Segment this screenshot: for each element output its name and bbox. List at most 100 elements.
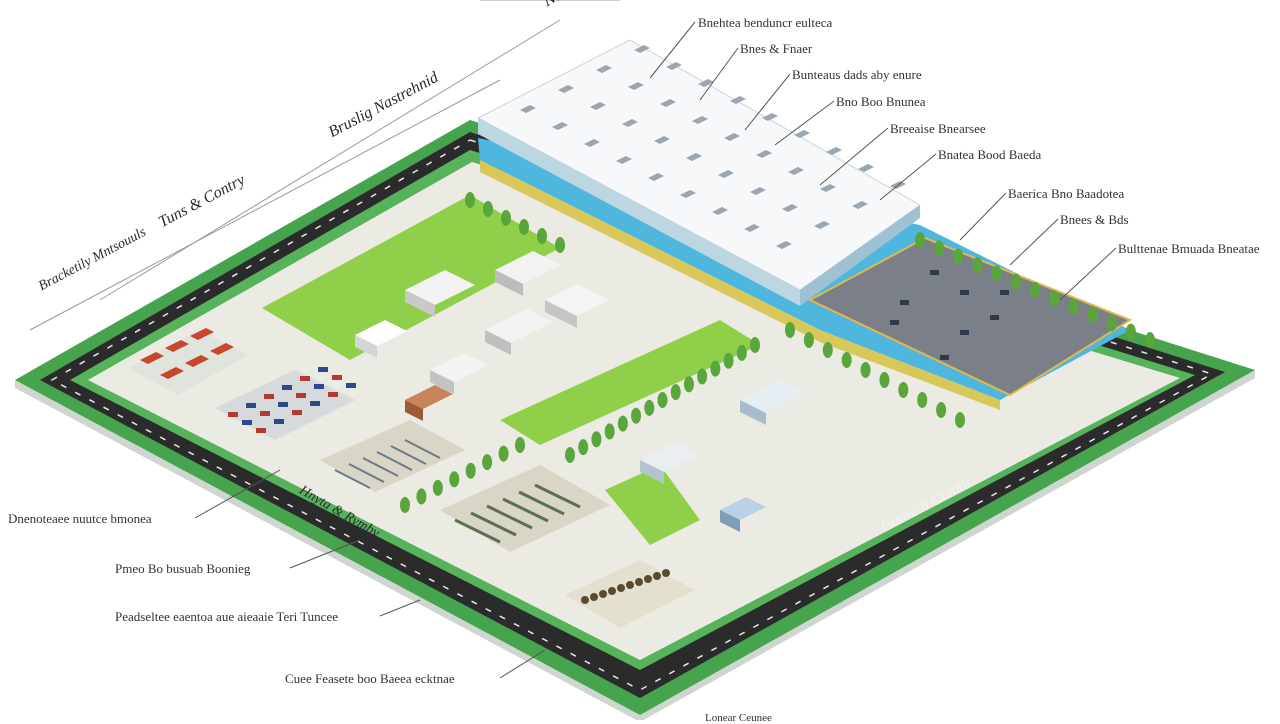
yard-rack	[404, 439, 441, 459]
parked-car	[282, 385, 292, 390]
tree	[657, 392, 668, 408]
leader-line	[499, 649, 546, 679]
leader-line	[744, 73, 791, 131]
tree	[578, 439, 589, 456]
roof-vent	[692, 116, 708, 124]
leader-line	[194, 469, 281, 519]
parked-car	[242, 420, 252, 425]
tree	[972, 257, 983, 273]
leader-line	[879, 153, 937, 201]
tree	[915, 232, 925, 248]
tree	[416, 488, 427, 505]
tree	[604, 423, 615, 440]
crop-plant	[608, 587, 616, 595]
callout-left-4: Cuee Feasete boo Baeea ecktnae	[285, 671, 455, 686]
tree	[822, 342, 833, 358]
tree	[1049, 290, 1060, 307]
tree	[991, 265, 1002, 282]
tree	[1145, 332, 1155, 348]
callout-left-1: Dnenoteaee nuutce bmonea	[8, 511, 152, 526]
roof-vent	[814, 221, 830, 229]
parked-vehicle	[1000, 290, 1009, 295]
callout-right-6: Bnatea Bood Baeda	[938, 147, 1042, 162]
building-roof	[405, 385, 453, 409]
road-markings	[50, 139, 1214, 691]
roof-vent	[794, 130, 810, 138]
parked-car	[346, 383, 356, 388]
callout-right-5: Breeaise Bnearsee	[890, 121, 986, 136]
tree	[1106, 315, 1117, 332]
roof-vent	[660, 99, 676, 107]
parked-car	[246, 403, 256, 408]
tree	[750, 337, 760, 353]
east-lawn	[605, 465, 700, 545]
parking-lot	[807, 236, 1133, 397]
tree	[860, 362, 871, 378]
yard-rack	[518, 490, 565, 516]
roof-vent	[852, 201, 868, 209]
parked-car	[292, 410, 302, 415]
roof-vent	[648, 173, 664, 181]
roof-vent	[718, 170, 734, 178]
tree	[803, 332, 814, 348]
roof-vent	[654, 136, 670, 144]
left-leader-lines	[194, 469, 546, 679]
tree	[501, 210, 511, 226]
building-wall	[485, 330, 511, 355]
house-roof	[190, 328, 214, 340]
leader-line	[774, 100, 835, 146]
tree	[1125, 323, 1136, 340]
tree	[498, 445, 509, 462]
tree	[670, 384, 681, 401]
crop-plant	[635, 578, 643, 586]
crop-plant	[626, 581, 634, 589]
roof-vent	[750, 187, 766, 195]
roof-vent	[558, 85, 574, 93]
yard-rack	[362, 457, 399, 477]
parked-vehicle	[990, 315, 999, 320]
factory-building	[476, 39, 921, 306]
tree-rows	[400, 192, 1155, 513]
parked-vehicle	[890, 320, 899, 325]
crop-plant	[644, 575, 652, 583]
tree	[631, 407, 642, 424]
yard-rack	[470, 511, 517, 537]
building-wall	[720, 510, 740, 532]
tree	[736, 344, 747, 361]
building-roof	[485, 309, 553, 343]
crop-plant	[590, 593, 598, 601]
tree	[432, 479, 443, 496]
callout-right-2: Bnes & Fnaer	[740, 41, 813, 56]
parked-vehicle	[900, 300, 909, 305]
roof-vent	[782, 204, 798, 212]
leader-line	[819, 127, 889, 186]
parked-vehicle	[960, 330, 969, 335]
tree	[537, 228, 547, 244]
yard-rack	[348, 463, 385, 483]
parked-car	[260, 411, 270, 416]
callout-right-4: Bno Boo Bnunea	[836, 94, 926, 109]
sw-parking	[215, 367, 356, 440]
right-leader-lines	[649, 21, 1117, 301]
parked-vehicle	[940, 355, 949, 360]
parked-car	[278, 402, 288, 407]
building-roof	[495, 251, 561, 284]
roof-vent	[616, 156, 632, 164]
callout-right-1: Bnehtea benduncr eulteca	[698, 15, 833, 30]
canal-edge	[480, 160, 1000, 410]
roof-vent	[596, 65, 612, 73]
tree	[482, 454, 493, 471]
leader-line	[959, 192, 1007, 241]
yard-rack	[334, 469, 371, 489]
tree	[841, 352, 852, 368]
roof-vent	[520, 105, 536, 113]
roof-vent	[590, 102, 606, 110]
building-wall	[405, 400, 423, 421]
house-roof	[140, 352, 164, 364]
crop-plant	[653, 572, 661, 580]
roof-vent	[628, 82, 644, 90]
green-corridor	[500, 320, 760, 445]
roof-vent	[756, 150, 772, 158]
roof-vent	[666, 62, 682, 70]
